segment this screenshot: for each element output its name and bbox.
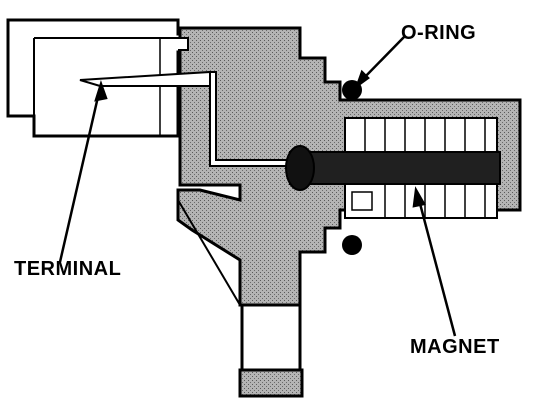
lower-stem xyxy=(177,199,304,398)
magnet-label: MAGNET xyxy=(410,336,500,358)
o-ring-bottom xyxy=(342,235,362,255)
magnet-arrowhead xyxy=(412,186,426,208)
terminal-label: TERMINAL xyxy=(14,258,122,280)
o-ring-leader xyxy=(359,35,406,83)
terminal-leader xyxy=(58,87,102,263)
terminal-arrowhead xyxy=(94,80,108,102)
magnet-leader xyxy=(416,195,457,337)
o-ring-label: O-RING xyxy=(401,22,477,44)
magnet-insert xyxy=(285,117,501,219)
o-ring-arrowhead xyxy=(354,69,370,90)
